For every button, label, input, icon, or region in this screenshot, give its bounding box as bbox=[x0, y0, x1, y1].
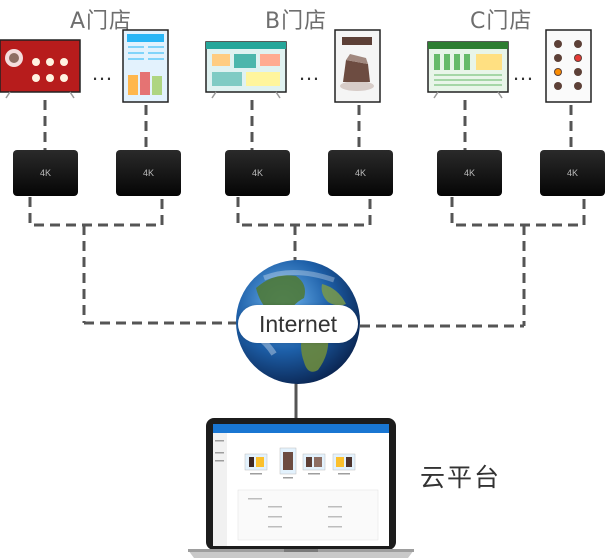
laptop-icon bbox=[188, 418, 414, 558]
box-a1 bbox=[13, 150, 78, 196]
ellipsis-c: … bbox=[512, 60, 536, 85]
screen-a-portrait bbox=[122, 29, 169, 103]
box-b1 bbox=[225, 150, 290, 196]
screen-b-portrait bbox=[334, 29, 381, 103]
box-c1 bbox=[437, 150, 502, 196]
box-b1-label: 4K bbox=[251, 168, 263, 178]
box-c2 bbox=[540, 150, 605, 196]
box-c2-label: 4K bbox=[566, 168, 578, 178]
box-a1-label: 4K bbox=[39, 168, 51, 178]
box-a2 bbox=[116, 150, 181, 196]
store-b-title: B门店 bbox=[265, 9, 328, 34]
box-c1-label: 4K bbox=[463, 168, 475, 178]
box-b2-label: 4K bbox=[354, 168, 366, 178]
store-c-title: C门店 bbox=[470, 9, 533, 34]
screen-a-landscape bbox=[0, 39, 81, 99]
screen-c-portrait bbox=[545, 29, 592, 103]
screen-c-landscape bbox=[427, 41, 509, 99]
screen-b-landscape bbox=[205, 41, 287, 99]
box-a2-label: 4K bbox=[142, 168, 154, 178]
internet-label: Internet bbox=[238, 305, 358, 343]
cloud-platform-label: 云平台 bbox=[420, 463, 502, 492]
box-b2 bbox=[328, 150, 393, 196]
ellipsis-b: … bbox=[298, 60, 322, 85]
media-players bbox=[13, 150, 605, 196]
store-a-title: A门店 bbox=[70, 9, 133, 34]
ellipsis-a: … bbox=[91, 60, 115, 85]
display-screens bbox=[0, 29, 592, 103]
